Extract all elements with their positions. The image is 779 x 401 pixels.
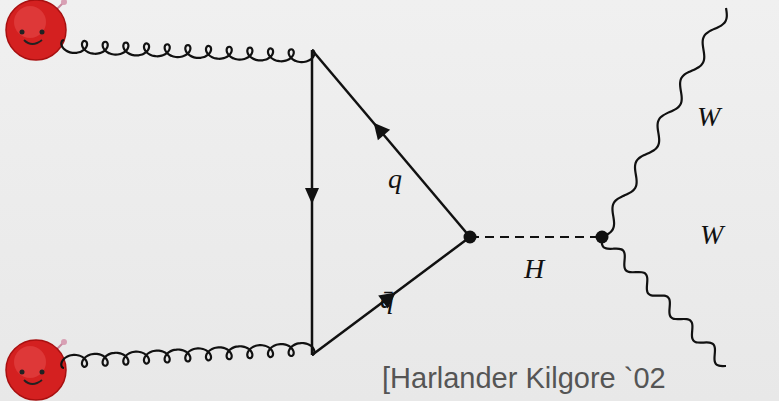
particle-label: q (388, 162, 402, 196)
citation: [Harlander Kilgore `02 (382, 361, 666, 396)
higgs-propagator (470, 236, 602, 238)
w-boson-line (602, 237, 726, 366)
particle-label: H (524, 252, 544, 286)
fermion-arrow (368, 118, 391, 141)
quark-line (312, 50, 470, 237)
particle-label: W (697, 100, 720, 134)
quark-line (312, 237, 470, 355)
proton-ball (6, 0, 67, 60)
proton-ball (6, 339, 67, 400)
vertex-dot (464, 231, 477, 244)
particle-label: q̄ (380, 282, 394, 316)
gluon-line (61, 343, 314, 368)
w-boson-line (602, 8, 727, 237)
vertex-dot (596, 231, 609, 244)
gluon-line (61, 40, 314, 62)
particle-label: W (700, 218, 723, 252)
fermion-arrow (305, 188, 319, 204)
